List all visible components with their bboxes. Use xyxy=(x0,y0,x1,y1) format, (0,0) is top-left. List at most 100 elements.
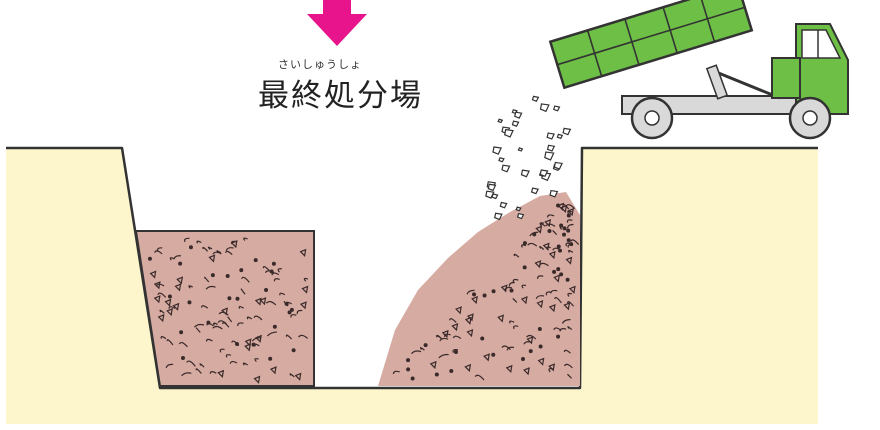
rubble-speckle xyxy=(231,240,237,245)
rubble-speckle xyxy=(566,213,571,218)
waste-pile xyxy=(378,95,580,386)
rubble-speckle xyxy=(164,298,172,307)
rubble-speckle xyxy=(208,254,216,263)
rubble-speckle xyxy=(548,304,556,313)
rubble-speckle xyxy=(254,297,262,306)
rubble-speckle xyxy=(291,348,296,353)
falling-debris-piece xyxy=(514,111,523,119)
rubble-speckle xyxy=(453,349,458,354)
falling-debris-piece xyxy=(539,169,549,178)
rubble-speckle xyxy=(434,372,439,377)
rubble-speckle xyxy=(222,322,230,328)
rubble-speckle xyxy=(567,326,573,331)
rubble-speckle xyxy=(438,353,449,359)
falling-debris-piece xyxy=(544,151,555,161)
rubble-speckle xyxy=(570,239,580,245)
rubble-speckle xyxy=(392,370,400,375)
rubble-speckle xyxy=(225,250,233,256)
rubble-speckle xyxy=(289,373,295,378)
rubble-speckle xyxy=(221,307,228,316)
rubble-speckle xyxy=(513,253,520,258)
rubble-speckle xyxy=(290,314,297,318)
rubble-speckle xyxy=(172,302,180,311)
buried-waste-block xyxy=(134,230,315,387)
rubble-speckle xyxy=(429,360,437,370)
rubble-speckle xyxy=(406,367,411,372)
rubble-speckle xyxy=(563,302,571,311)
rubble-speckle xyxy=(500,284,508,293)
rubble-speckle xyxy=(567,373,572,379)
rubble-speckle xyxy=(521,244,526,248)
falling-debris-piece xyxy=(517,147,524,152)
rubble-speckle xyxy=(251,342,256,347)
rubble-speckle xyxy=(301,285,309,294)
rubble-speckle xyxy=(251,337,262,342)
rubble-speckle xyxy=(565,204,576,210)
rubble-speckle xyxy=(569,242,574,247)
falling-debris-piece xyxy=(531,95,540,102)
falling-debris-piece xyxy=(516,212,525,220)
rubble-speckle xyxy=(472,292,477,297)
rubble-speckle xyxy=(537,357,545,366)
rubble-speckle xyxy=(147,256,152,261)
rubble-speckle xyxy=(241,276,250,283)
rubble-speckle xyxy=(566,219,573,223)
rubble-speckle xyxy=(179,330,184,335)
rubble-speckle xyxy=(513,325,519,330)
rubble-speckle xyxy=(287,310,292,315)
rubble-speckle xyxy=(520,296,528,305)
rubble-speckle xyxy=(196,240,202,244)
rubble-speckle xyxy=(298,334,309,339)
rubble-speckle xyxy=(205,285,216,290)
rubble-speckle xyxy=(537,275,544,279)
rubble-speckle xyxy=(212,251,222,255)
rubble-speckle xyxy=(566,238,571,243)
falling-debris-piece xyxy=(515,206,522,212)
falling-debris-piece xyxy=(562,127,572,136)
rubble-speckle xyxy=(180,356,185,361)
rubble-speckle xyxy=(216,250,222,254)
rubble-speckle xyxy=(217,369,225,378)
rubble-speckle xyxy=(237,322,244,327)
rubble-speckle xyxy=(556,244,561,249)
rubble-speckle xyxy=(448,318,457,323)
rubble-speckle xyxy=(550,289,558,294)
title-furigana: さいしゅうしょ xyxy=(278,58,362,71)
rubble-speckle xyxy=(239,268,244,273)
rubble-speckle xyxy=(194,323,205,328)
rubble-speckle xyxy=(545,223,556,227)
rubble-speckle xyxy=(272,324,277,329)
falling-debris-piece xyxy=(497,118,504,124)
rubble-speckle xyxy=(437,334,443,340)
rubble-speckle xyxy=(166,339,174,346)
rubble-speckle xyxy=(441,329,449,339)
rubble-speckle xyxy=(464,363,472,373)
rubble-speckle xyxy=(464,316,472,325)
falling-debris-piece xyxy=(503,128,514,138)
rubble-speckle xyxy=(225,247,234,251)
rubble-speckle xyxy=(439,337,449,342)
rubble-speckle xyxy=(537,327,542,332)
rubble-speckle xyxy=(452,335,462,340)
rubble-speckle xyxy=(562,232,567,237)
rubble-speckle xyxy=(246,316,253,320)
rubble-speckle xyxy=(244,338,252,347)
rubble-speckle xyxy=(559,328,567,332)
rubble-speckle xyxy=(529,231,539,237)
rubble-speckle xyxy=(558,248,563,253)
rubble-speckle xyxy=(521,284,527,289)
rubble-speckle xyxy=(542,242,550,251)
rubble-speckle xyxy=(451,323,459,332)
rubble-speckle xyxy=(243,237,248,241)
rubble-speckle xyxy=(508,281,515,287)
dump-truck-icon xyxy=(548,0,849,140)
rubble-speckle xyxy=(566,228,571,233)
rubble-speckle xyxy=(553,274,561,283)
rubble-speckle xyxy=(506,346,515,351)
rubble-speckle xyxy=(294,372,302,381)
falling-debris-piece xyxy=(546,132,556,140)
rubble-speckle xyxy=(520,357,525,362)
rubble-speckle xyxy=(210,273,215,278)
falling-debris-piece xyxy=(556,133,564,140)
page-title: 最終処分場 xyxy=(258,78,423,114)
